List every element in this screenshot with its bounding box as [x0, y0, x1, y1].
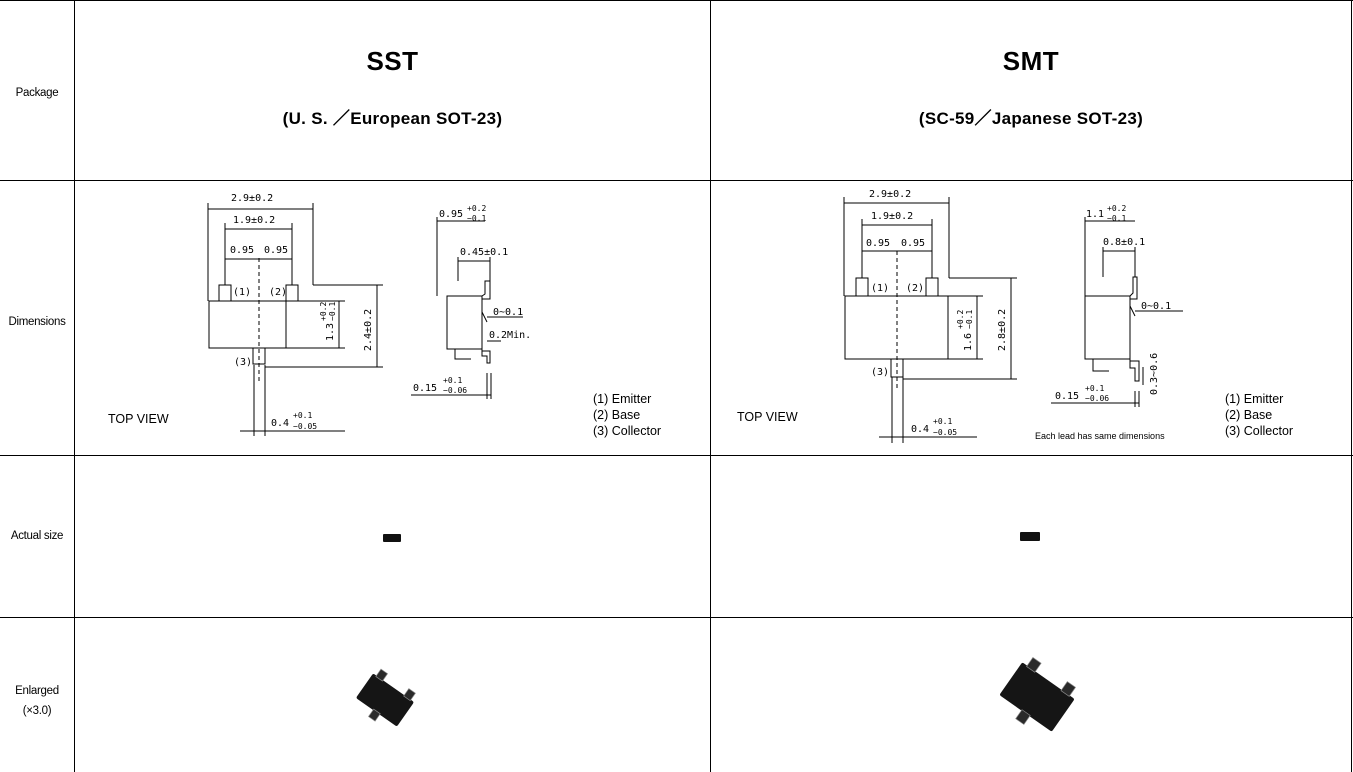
smt-dimension-drawing: 2.9±0.2 1.9±0.2 0.95 0.95 (1) (2) (3) 2.… [737, 189, 1293, 443]
row-divider-2 [0, 455, 1353, 456]
smt-pin1-outline [855, 277, 869, 297]
smt-lead-thickness-tol-minus: −0.06 [1085, 394, 1109, 403]
smt-lead-width-tol-minus: −0.05 [933, 428, 957, 437]
smt-dim-pitch: 1.9±0.2 [871, 211, 913, 222]
smt-lead-thickness-tol-plus: +0.1 [1085, 384, 1104, 393]
row-label-enlarged-scale: (×3.0) [22, 705, 52, 717]
row-divider-1 [0, 180, 1353, 181]
smt-pin1-label: (1) [871, 283, 889, 294]
sst-dim-body: 1.3 [325, 323, 336, 341]
sst-lead-thickness-tol-minus: −0.06 [443, 386, 467, 395]
sst-pin1-label: (1) [233, 287, 251, 298]
smt-standoff: 0~0.1 [1141, 301, 1171, 312]
row-label-enlarged: Enlarged [15, 685, 59, 697]
sst-lead-width: 0.4 [271, 418, 289, 429]
sst-lead-thickness: 0.15 [413, 383, 437, 394]
smt-top-view-label: TOP VIEW [737, 410, 798, 424]
row-label-actual-size: Actual size [10, 530, 64, 542]
sst-legend-base: (2) Base [593, 408, 640, 422]
sst-legend-collector: (3) Collector [593, 424, 661, 438]
sst-side-body-outline [446, 295, 483, 350]
sst-lead-thickness-tol-plus: +0.1 [443, 376, 462, 385]
smt-actual-size-chip [1020, 532, 1040, 541]
smt-side-thickness-tol-minus: −0.1 [1107, 214, 1126, 223]
smt-legend-base: (2) Base [1225, 408, 1272, 422]
sst-dim-body-tol-minus: −0.1 [328, 302, 337, 321]
sst-actual-size-chip [383, 534, 401, 542]
smt-side-lead-width: 0.8±0.1 [1103, 237, 1145, 248]
sst-lead-width-tol-plus: +0.1 [293, 411, 312, 420]
smt-dim-half-a: 0.95 [866, 238, 890, 249]
sst-package-subtitle: (U. S. ／European SOT-23) [282, 109, 503, 128]
smt-pin3-label: (3) [871, 367, 889, 378]
sst-pin1-outline [218, 284, 232, 302]
label-column-divider [74, 0, 75, 772]
smt-dim-overall: 2.9±0.2 [869, 189, 911, 200]
sst-pin2-label: (2) [269, 287, 287, 298]
sst-standoff: 0~0.1 [493, 307, 523, 318]
sst-side-thickness: 0.95 [439, 209, 463, 220]
sst-enlarged-package-image [356, 668, 416, 726]
sst-dim-pitch: 1.9±0.2 [233, 215, 275, 226]
sst-top-view-label: TOP VIEW [108, 412, 169, 426]
smt-dim-body-tol-minus: −0.1 [965, 310, 974, 329]
smt-legend-collector: (3) Collector [1225, 424, 1293, 438]
sst-side-thickness-tol-minus: −0.1 [467, 214, 486, 223]
row-label-package: Package [15, 87, 59, 99]
sst-dim-height: 2.4±0.2 [363, 309, 374, 351]
smt-foot-length: 0.3~0.6 [1149, 353, 1160, 395]
smt-lead-note: Each lead has same dimensions [1035, 431, 1165, 441]
smt-legend-emitter: (1) Emitter [1225, 392, 1283, 406]
smt-lead-width-tol-plus: +0.1 [933, 417, 952, 426]
sst-min-foot: 0.2Min. [489, 330, 531, 341]
smt-side-body-outline [1084, 295, 1131, 360]
sst-legend-emitter: (1) Emitter [593, 392, 651, 406]
table-border-top [0, 0, 1353, 1]
smt-enlarged-package-image [1000, 657, 1076, 731]
row-label-dimensions: Dimensions [8, 316, 66, 328]
smt-lead-thickness: 0.15 [1055, 391, 1079, 402]
smt-dim-body: 1.6 [963, 333, 974, 351]
smt-pin3-outline [890, 358, 904, 378]
smt-lead-width: 0.4 [911, 424, 929, 435]
smt-dim-half-b: 0.95 [901, 238, 925, 249]
sst-dim-half-b: 0.95 [264, 245, 288, 256]
sst-dim-half-a: 0.95 [230, 245, 254, 256]
smt-dim-height: 2.8±0.2 [997, 309, 1008, 351]
sst-pin3-label: (3) [234, 357, 252, 368]
smt-side-thickness: 1.1 [1086, 209, 1104, 220]
sst-pin2-outline [285, 284, 299, 302]
smt-package-name: SMT [1002, 46, 1060, 76]
smt-package-subtitle: (SC-59／Japanese SOT-23) [918, 109, 1144, 128]
smt-pin2-label: (2) [906, 283, 924, 294]
smt-side-thickness-tol-plus: +0.2 [1107, 204, 1126, 213]
sst-dim-overall: 2.9±0.2 [231, 193, 273, 204]
sst-side-thickness-tol-plus: +0.2 [467, 204, 486, 213]
sst-dim-body-tol-plus: +0.2 [319, 302, 328, 321]
sst-side-lead-width: 0.45±0.1 [460, 247, 508, 258]
sst-dimension-drawing: 2.9±0.2 1.9±0.2 0.95 0.95 (1) (2) (3) 2.… [108, 193, 661, 438]
table-border-right [1351, 0, 1352, 772]
sst-lead-width-tol-minus: −0.05 [293, 422, 317, 431]
sst-package-name: SST [366, 46, 419, 76]
smt-pin2-outline [925, 277, 939, 297]
smt-dim-body-tol-plus: +0.2 [956, 310, 965, 329]
row-divider-3 [0, 617, 1353, 618]
sst-top-body-outline [208, 300, 287, 349]
package-column-divider [710, 0, 711, 772]
